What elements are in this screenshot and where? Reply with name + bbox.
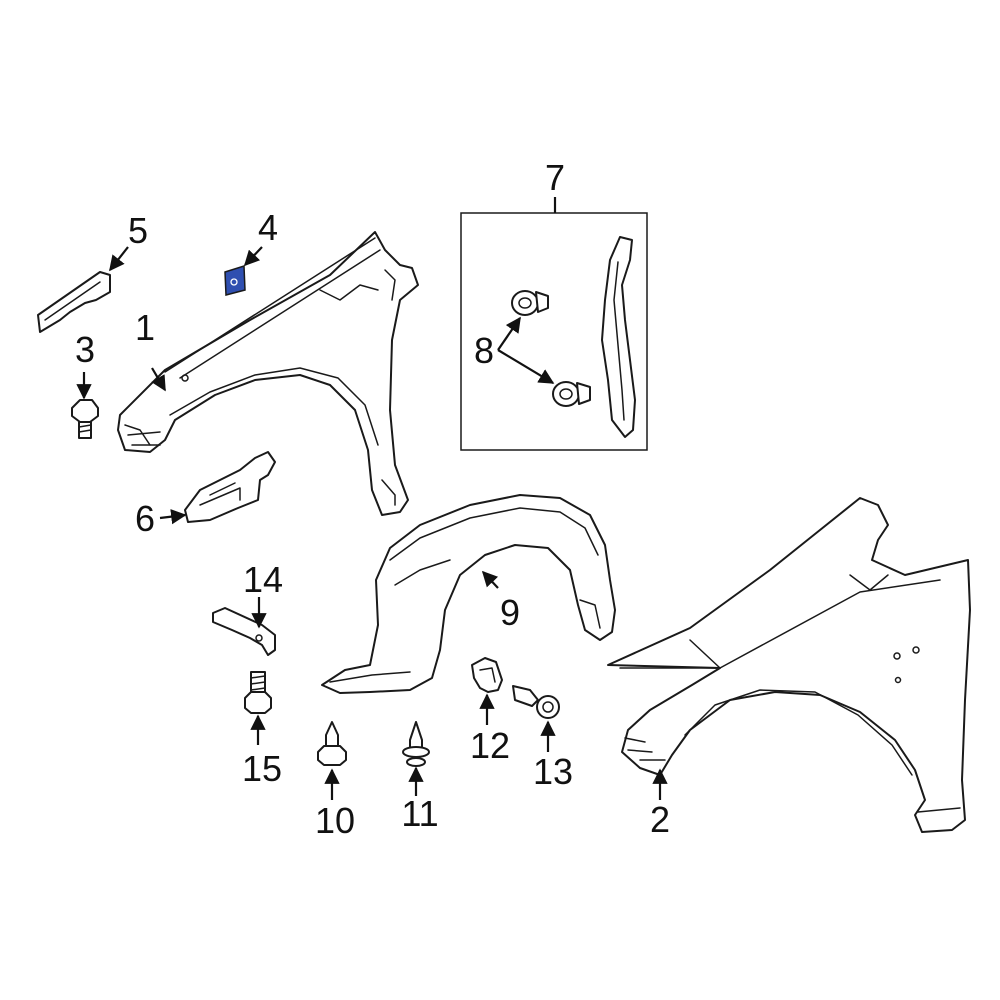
callout-3: 3 [75, 329, 95, 370]
callout-6: 6 [135, 498, 155, 539]
part-12-clip[interactable] [471, 657, 503, 693]
callout-14: 14 [243, 559, 283, 600]
part-15-stud-bolt[interactable] [244, 671, 272, 714]
part-14-bracket[interactable] [212, 607, 276, 656]
callout-2: 2 [650, 799, 670, 840]
part-11-push-clip[interactable] [402, 721, 430, 767]
part-8-clip-upper[interactable] [511, 290, 549, 316]
callout-7: 7 [545, 157, 565, 198]
callout-10: 10 [315, 800, 355, 841]
part-9-fender-liner[interactable] [321, 494, 616, 694]
leader-8-lower [497, 349, 555, 384]
leader-6 [159, 509, 187, 525]
part-13-rivet[interactable] [512, 685, 560, 719]
leader-4 [243, 246, 263, 267]
part-1-left-fender[interactable] [117, 231, 419, 516]
callout-11: 11 [401, 793, 438, 834]
leader-8-upper [497, 316, 521, 351]
part-5-seal[interactable] [37, 271, 111, 333]
callout-13: 13 [533, 751, 573, 792]
part-4-pad[interactable] [224, 264, 246, 296]
callout-1: 1 [135, 307, 155, 348]
callout-8: 8 [474, 330, 494, 371]
callout-15: 15 [242, 748, 282, 789]
part-10-bolt[interactable] [317, 721, 347, 766]
leader-5 [109, 246, 129, 272]
part-3-bolt[interactable] [71, 399, 99, 439]
leader-9 [481, 570, 499, 589]
part-8-clip-lower[interactable] [552, 381, 591, 407]
part-7-bracket[interactable] [601, 236, 636, 438]
callout-labels: 1 2 3 4 5 6 7 8 9 10 11 12 13 14 15 [75, 157, 670, 841]
leader-lines [76, 197, 668, 800]
callout-5: 5 [128, 210, 148, 251]
part-6-bracket[interactable] [184, 451, 276, 523]
callout-4: 4 [258, 207, 278, 248]
callout-12: 12 [470, 725, 510, 766]
callout-9: 9 [500, 592, 520, 633]
leader-1 [151, 367, 166, 392]
part-2-right-fender[interactable] [607, 497, 971, 833]
